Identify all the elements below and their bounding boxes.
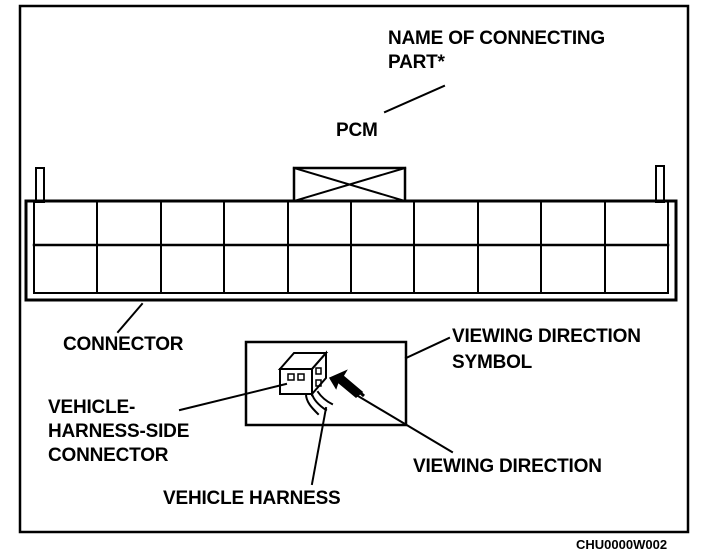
harness-wires bbox=[304, 390, 334, 416]
label-connector: CONNECTOR bbox=[63, 334, 184, 355]
connector-right-post bbox=[655, 165, 665, 203]
label-pcm: PCM bbox=[336, 120, 378, 141]
label-vehicle-harness: VEHICLE HARNESS bbox=[163, 488, 341, 509]
connector-column-dividers bbox=[96, 200, 606, 294]
figure-code: CHU0000W002 bbox=[576, 537, 668, 552]
connector-lock-tab bbox=[292, 166, 407, 203]
label-vehicle-harness-side-connector-line2: HARNESS-SIDE bbox=[48, 421, 190, 442]
leader-vehicle-harness bbox=[310, 406, 328, 486]
mini-connector-icon bbox=[277, 350, 329, 397]
label-viewing-direction-symbol-line1: VIEWING DIRECTION bbox=[452, 326, 641, 347]
viewing-direction-arrow-icon bbox=[328, 369, 365, 398]
leader-vehicle-harness-side-connector bbox=[178, 382, 288, 412]
leader-viewing-direction-symbol bbox=[404, 336, 451, 360]
outer-frame bbox=[18, 4, 690, 534]
connector-left-post bbox=[35, 167, 45, 203]
leader-connector bbox=[116, 302, 144, 334]
leader-viewing-direction bbox=[356, 394, 454, 454]
label-vehicle-harness-side-connector-line1: VEHICLE- bbox=[48, 397, 136, 418]
label-name-of-connecting-part-line1: NAME OF CONNECTING bbox=[388, 28, 606, 49]
label-viewing-direction: VIEWING DIRECTION bbox=[413, 456, 602, 477]
leader-name-of-connecting-part bbox=[383, 84, 446, 114]
viewing-direction-symbol-box bbox=[244, 340, 408, 427]
label-vehicle-harness-side-connector-line3: CONNECTOR bbox=[48, 445, 169, 466]
label-viewing-direction-symbol-line2: SYMBOL bbox=[452, 352, 533, 373]
label-name-of-connecting-part-line2: PART* bbox=[388, 52, 445, 73]
